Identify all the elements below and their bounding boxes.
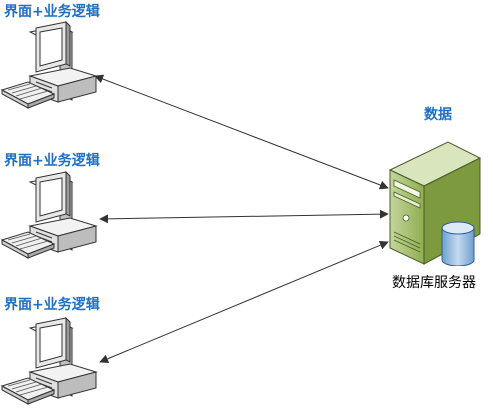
server-caption: 数据库服务器 [392, 275, 476, 291]
computer-icon [0, 170, 98, 259]
server-icon [388, 141, 482, 266]
computer-icon [0, 20, 98, 109]
client-label: 界面+业务逻辑 [4, 4, 100, 20]
database-icon [441, 221, 475, 266]
server-title: 数据 [424, 107, 452, 123]
connection-arrow-3 [99, 240, 389, 364]
computer-icon [0, 316, 98, 405]
connection-arrow-2 [99, 209, 389, 224]
client-label: 界面+业务逻辑 [4, 153, 100, 169]
client-label: 界面+业务逻辑 [4, 297, 100, 313]
connection-arrow-1 [94, 74, 389, 190]
